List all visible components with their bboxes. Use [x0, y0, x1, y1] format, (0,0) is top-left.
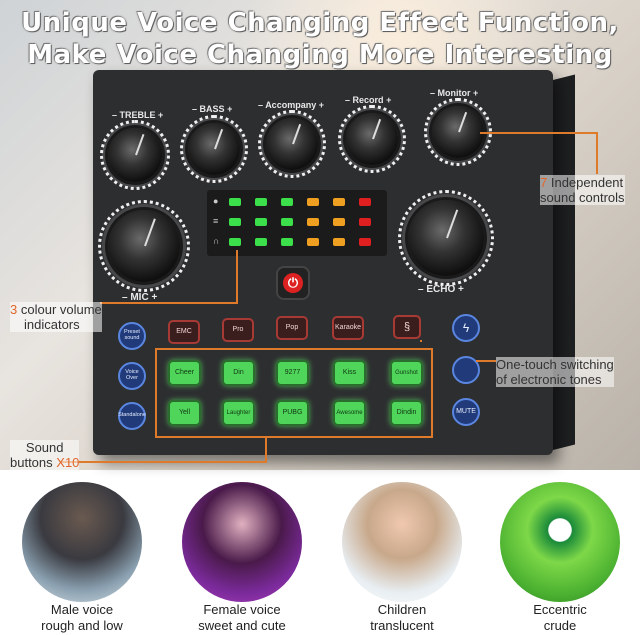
volume-led	[229, 198, 241, 206]
headline-line2: Make Voice Changing More Interesting	[27, 40, 613, 70]
sound-button-pubg[interactable]: PUBG	[276, 400, 309, 426]
headphone-icon: ∩	[213, 236, 220, 246]
treble-knob-scale	[100, 120, 170, 190]
volume-led	[359, 218, 371, 226]
sound-button-gunshot[interactable]: Gunshot	[390, 360, 423, 386]
preset-sound-button[interactable]: Preset sound	[118, 322, 146, 350]
tone-switch-button[interactable]	[452, 356, 480, 384]
volume-led	[307, 218, 319, 226]
standalone-button[interactable]: Standalone	[118, 402, 146, 430]
lightning-icon: ϟ	[462, 320, 470, 335]
electronic-tone-button[interactable]: ϟ	[452, 314, 480, 342]
mute-button[interactable]: MUTE	[452, 398, 480, 426]
music-icon: ≡	[213, 216, 219, 226]
record-label: – Record +	[345, 95, 392, 105]
volume-led	[307, 198, 319, 206]
record-knob[interactable]	[346, 113, 398, 165]
monitor-knob[interactable]	[432, 106, 484, 158]
volume-led	[255, 218, 267, 226]
headline-line1: Unique Voice Changing Effect Function,	[21, 8, 619, 38]
voice-over-button[interactable]: Voice Over	[118, 362, 146, 390]
effect-icon: §	[403, 321, 411, 333]
volume-indicator-panel: ● ≡ ∩	[207, 190, 387, 256]
volume-led	[281, 198, 293, 206]
volume-led	[333, 218, 345, 226]
mic-knob[interactable]	[108, 210, 180, 282]
voice-effect-button[interactable]: §	[393, 315, 421, 339]
power-button[interactable]: ⏻	[278, 268, 308, 298]
sound-button-cheer[interactable]: Cheer	[168, 360, 201, 386]
volume-led	[281, 238, 293, 246]
mode-button-emc[interactable]: EMC	[168, 320, 200, 344]
accompany-knob[interactable]	[266, 118, 318, 170]
volume-led	[333, 198, 345, 206]
callout-line-sound-h	[60, 461, 267, 463]
volume-led	[255, 238, 267, 246]
volume-led	[229, 218, 241, 226]
mic-knob-scale	[98, 200, 190, 292]
accompany-knob-scale	[258, 110, 326, 178]
volume-indicator-callout: 3 colour volume indicators	[10, 302, 102, 332]
volume-led	[281, 218, 293, 226]
volume-led	[359, 198, 371, 206]
callout-line-tone	[476, 360, 496, 362]
female-voice-photo	[182, 482, 302, 602]
children-voice-photo	[342, 482, 462, 602]
male-voice-photo	[22, 482, 142, 602]
sound-button-awesome[interactable]: Awesome	[333, 400, 366, 426]
callout-line-meter	[236, 250, 238, 302]
treble-label: – TREBLE +	[112, 110, 164, 120]
bass-knob-scale	[180, 115, 248, 183]
volume-led	[333, 238, 345, 246]
one-touch-callout: One-touch switching of electronic tones	[496, 357, 614, 387]
volume-led	[229, 238, 241, 246]
bass-label: – BASS +	[192, 104, 233, 114]
volume-led	[359, 238, 371, 246]
independent-controls-callout: 7 Independent sound controls	[540, 175, 625, 205]
mic-label: – MIC +	[122, 292, 158, 303]
bass-knob[interactable]	[188, 123, 240, 175]
sound-buttons-callout: Sound buttons X10	[10, 440, 80, 470]
sound-button-9277[interactable]: 9277	[276, 360, 309, 386]
power-icon: ⏻	[283, 273, 303, 293]
volume-led	[307, 238, 319, 246]
record-knob-scale	[338, 105, 406, 173]
mode-button-karaoke[interactable]: Karaoke	[332, 316, 364, 340]
monitor-label: – Monitor +	[430, 88, 479, 98]
echo-knob-scale	[398, 190, 494, 286]
accompany-label: – Accompany +	[258, 100, 324, 110]
mic-icon: ●	[213, 196, 219, 206]
sound-button-yell[interactable]: Yell	[168, 400, 201, 426]
callout-line-controls	[480, 132, 598, 134]
echo-label: – ECHO +	[418, 284, 464, 295]
callout-line-sound-v	[265, 438, 267, 462]
sound-button-dindin[interactable]: Dindin	[390, 400, 423, 426]
callout-line-controls-v	[596, 132, 598, 174]
sound-buttons-highlight	[155, 348, 433, 438]
sound-button-laughter[interactable]: Laughter	[222, 400, 255, 426]
volume-led	[255, 198, 267, 206]
eccentric-voice-photo	[500, 482, 620, 602]
sound-button-din[interactable]: Din	[222, 360, 255, 386]
mode-button-pro[interactable]: Pro	[222, 318, 254, 342]
treble-knob[interactable]	[108, 128, 162, 182]
echo-knob[interactable]	[408, 200, 484, 276]
mode-button-pop[interactable]: Pop	[276, 316, 308, 340]
sound-button-kiss[interactable]: Kiss	[333, 360, 366, 386]
callout-line-eccentric-start	[420, 340, 422, 342]
callout-line-meter-h	[100, 302, 238, 304]
